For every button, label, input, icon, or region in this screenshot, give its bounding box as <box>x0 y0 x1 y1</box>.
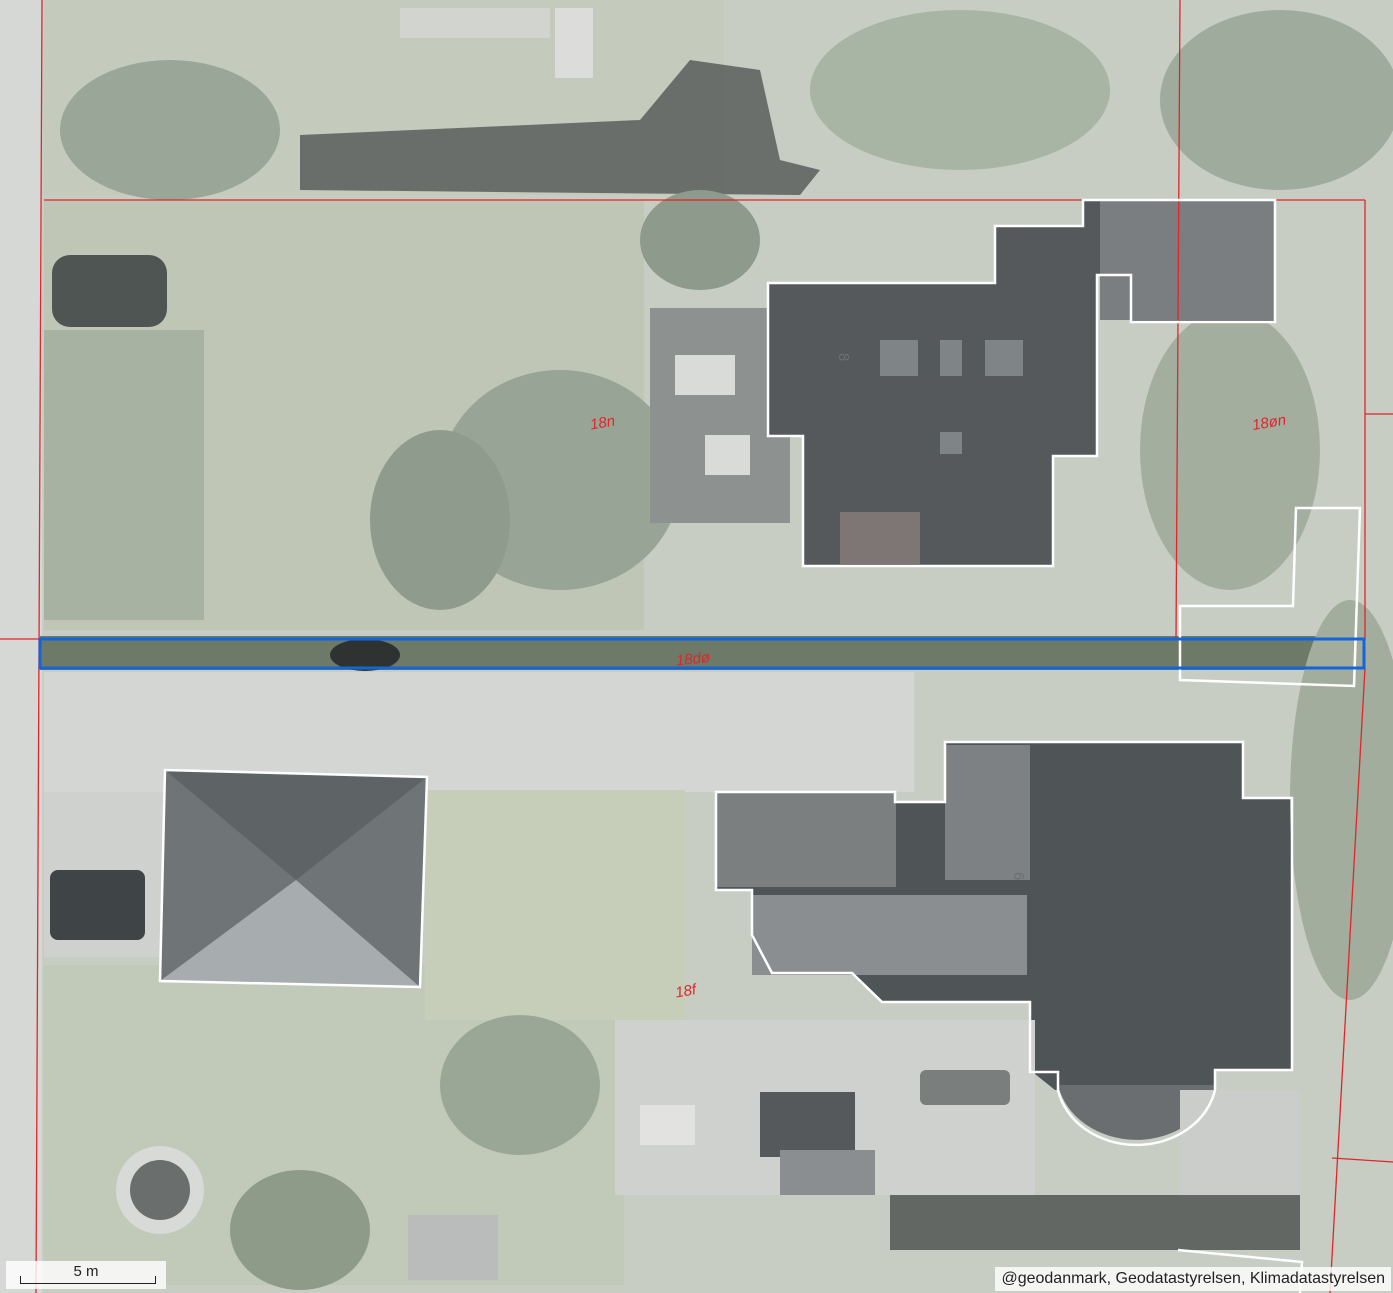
house-number: 6 <box>1010 872 1027 880</box>
hedge-shadow <box>330 639 400 671</box>
tree-canopy <box>640 190 760 290</box>
terrace-furniture <box>675 355 735 395</box>
bench <box>640 1105 695 1145</box>
shed-top-2 <box>555 8 593 78</box>
hedge-shadow-top <box>300 60 820 195</box>
garage-roof-face <box>165 770 427 880</box>
tree-canopy <box>1140 310 1320 590</box>
bay-window <box>1058 1085 1215 1140</box>
roof-window <box>880 340 918 376</box>
hedge <box>44 330 204 620</box>
building-roof-lighter <box>945 745 1030 880</box>
building-roof-lighter <box>752 895 1027 975</box>
tree-canopy <box>1160 10 1393 190</box>
scale-bar-label: 5 m <box>73 1263 99 1280</box>
garage-roof-face <box>160 880 420 987</box>
tree-canopy <box>370 430 510 610</box>
scale-bar: 5 m <box>6 1261 166 1289</box>
building-outlines <box>158 198 1362 1293</box>
tree-canopy <box>60 60 280 200</box>
scale-bar-line <box>20 1276 156 1284</box>
hedge-row <box>40 636 1365 670</box>
parked-car <box>50 870 145 940</box>
outbuilding <box>780 1150 875 1195</box>
roof-window <box>940 340 962 376</box>
parcel-label: 18n <box>589 413 617 434</box>
shed-top <box>400 8 550 38</box>
road-strip <box>0 0 42 1293</box>
road-bottom <box>890 1195 1300 1250</box>
map-attribution: @geodanmark, Geodatastyrelsen, Klimadata… <box>995 1267 1391 1291</box>
selected-parcel-outline[interactable] <box>38 637 1366 670</box>
tree-canopy <box>810 10 1110 170</box>
tree-canopy <box>1290 600 1393 1000</box>
roof-window <box>985 340 1023 376</box>
terrace <box>650 308 790 523</box>
building-roof-lighter <box>1100 200 1275 320</box>
roof-section <box>840 512 920 564</box>
house-number: 8 <box>835 353 852 361</box>
building-roof-lighter <box>716 792 896 887</box>
parcel-label: 18øn <box>1251 411 1288 434</box>
terrace-furniture <box>705 435 750 475</box>
parcel-label-selected: 18dø <box>675 649 711 669</box>
tree-canopy <box>230 1170 370 1290</box>
pool <box>52 255 167 327</box>
tree-canopy <box>440 1015 600 1155</box>
parcel-label: 18f <box>674 981 699 1002</box>
greenhouse <box>408 1215 498 1280</box>
patio-furniture <box>920 1070 1010 1105</box>
lawn <box>425 790 685 1020</box>
outbuilding <box>760 1092 855 1157</box>
roof-window <box>940 432 962 454</box>
patio <box>1180 1090 1300 1200</box>
trampoline <box>130 1160 190 1220</box>
